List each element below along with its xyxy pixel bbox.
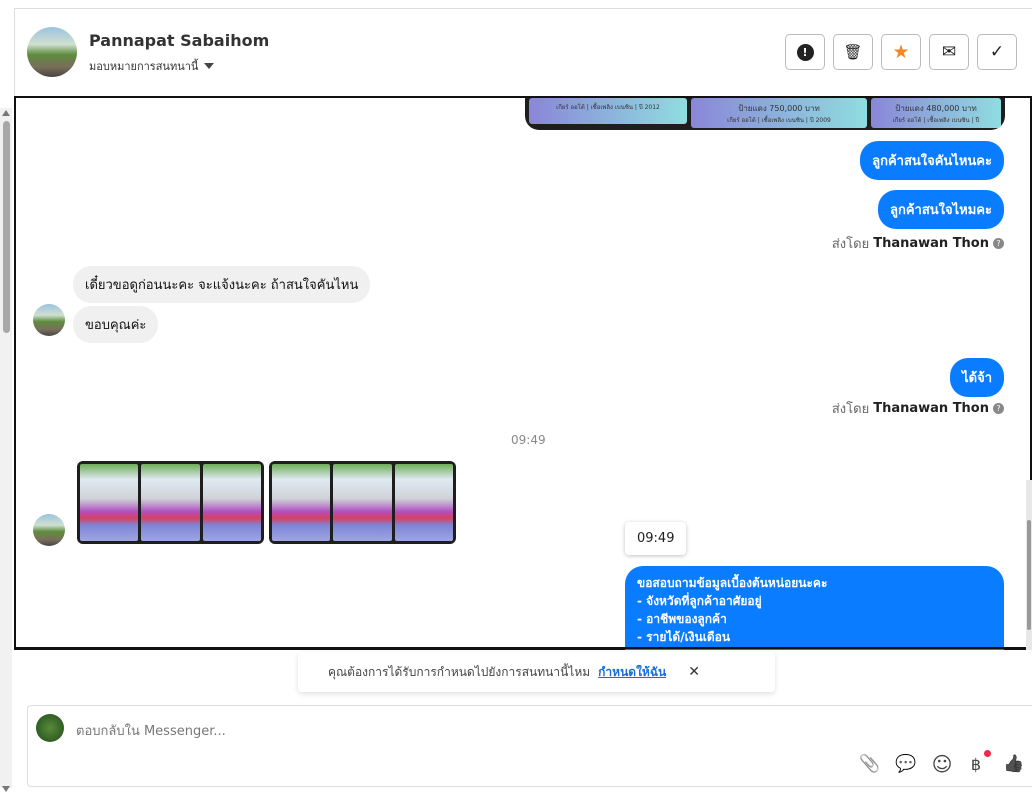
star-icon: ★	[892, 41, 910, 63]
assign-prompt-text: คุณต้องการได้รับการกำหนดไปยังการสนทนานี้…	[328, 664, 591, 679]
alert-icon: !	[796, 43, 814, 61]
notification-dot	[984, 750, 991, 757]
payment-icon[interactable]: ฿	[970, 754, 982, 774]
contact-avatar-small[interactable]	[33, 514, 65, 546]
mail-icon: ✉	[941, 42, 957, 62]
help-icon[interactable]: ?	[993, 238, 1004, 249]
image-attachment[interactable]	[269, 461, 456, 544]
check-icon: ✓	[989, 42, 1005, 62]
assign-dropdown[interactable]: มอบหมายการสนทนานี้	[89, 57, 215, 75]
emoji-icon[interactable]: ☺	[931, 752, 953, 776]
thread-border	[14, 647, 1032, 649]
assign-to-me-link[interactable]: กำหนดให้ฉัน	[598, 664, 667, 679]
scrollbar-thumb[interactable]	[3, 121, 10, 333]
timestamp: 09:49	[511, 433, 546, 447]
car-image[interactable]	[202, 464, 261, 541]
card-price: ป้ายแดง 750,000 บาท	[738, 104, 820, 113]
card-price: ป้ายแดง 480,000 บาท	[895, 104, 977, 113]
mail-button[interactable]: ✉	[929, 34, 969, 70]
time-tooltip: 09:49	[625, 522, 687, 555]
card-meta: เกียร์ ออโต้ | เชื้อเพลิง เบนซิน | ปี	[892, 117, 980, 124]
top-divider	[14, 8, 1032, 9]
contact-avatar[interactable]	[27, 27, 77, 77]
star-button[interactable]: ★	[881, 34, 921, 70]
message-outgoing[interactable]: ลูกค้าสนใจคันไหนคะ	[860, 141, 1004, 180]
saved-reply-icon[interactable]: 💬	[895, 754, 917, 774]
car-image[interactable]	[141, 464, 200, 541]
image-attachment[interactable]	[77, 461, 264, 544]
car-image[interactable]	[333, 464, 392, 541]
message-outgoing[interactable]: ได้จ้า	[950, 358, 1004, 397]
sender-name: Thanawan Thon	[873, 401, 989, 416]
car-image[interactable]	[394, 464, 453, 541]
delete-button[interactable]: 🗑	[833, 34, 873, 70]
close-icon[interactable]: ✕	[688, 664, 700, 680]
car-image[interactable]	[272, 464, 331, 541]
message-incoming[interactable]: เดี๋ยวขอดูก่อนนะคะ จะแจ้งนะคะ ถ้าสนใจคัน…	[73, 266, 371, 303]
message-incoming[interactable]: ขอบคุณค่ะ	[73, 306, 159, 343]
message-thread: เกียร์ ออโต้ | เชื้อเพลิง เบนซิน | ปี 20…	[14, 96, 1032, 650]
page-avatar	[36, 714, 64, 742]
assign-label: มอบหมายการสนทนานี้	[89, 60, 199, 73]
mark-done-button[interactable]: ✓	[977, 34, 1017, 70]
attach-icon[interactable]: 📎	[859, 754, 881, 774]
report-button[interactable]: !	[785, 34, 825, 70]
sender-name: Thanawan Thon	[873, 236, 989, 251]
like-icon[interactable]: 👍	[1003, 754, 1025, 774]
trash-icon: 🗑	[843, 43, 863, 61]
contact-avatar-small[interactable]	[33, 304, 65, 336]
car-image[interactable]	[80, 464, 139, 541]
right-scrollbar-thumb[interactable]	[1027, 520, 1031, 630]
assign-prompt: คุณต้องการได้รับการกำหนดไปยังการสนทนานี้…	[298, 652, 775, 692]
sent-by-prefix: ส่งโดย	[831, 402, 870, 417]
sent-by-prefix: ส่งโดย	[831, 237, 870, 252]
message-outgoing[interactable]: ลูกค้าสนใจไหมคะ	[878, 190, 1004, 229]
help-icon[interactable]: ?	[993, 403, 1004, 414]
reply-input[interactable]: ตอบกลับใน Messenger...	[76, 724, 226, 739]
car-card[interactable]: ป้ายแดง 480,000 บาทเกียร์ ออโต้ | เชื้อเ…	[871, 98, 1001, 128]
card-meta: เกียร์ ออโต้ | เชื้อเพลิง เบนซิน | ปี 20…	[727, 117, 831, 124]
scroll-down-arrow-icon[interactable]	[2, 786, 10, 792]
scroll-up-arrow-icon[interactable]	[2, 110, 10, 116]
car-card-carousel[interactable]: เกียร์ ออโต้ | เชื้อเพลิง เบนซิน | ปี 20…	[525, 98, 1005, 130]
reply-composer[interactable]	[27, 705, 1032, 787]
car-card[interactable]: เกียร์ ออโต้ | เชื้อเพลิง เบนซิน | ปี 20…	[529, 98, 687, 124]
card-meta: เกียร์ ออโต้ | เชื้อเพลิง เบนซิน | ปี 20…	[556, 104, 660, 111]
contact-name[interactable]: Pannapat Sabaihom	[89, 31, 270, 50]
left-divider	[14, 8, 15, 96]
chevron-down-icon	[204, 63, 215, 69]
car-card[interactable]: ป้ายแดง 750,000 บาทเกียร์ ออโต้ | เชื้อเ…	[691, 98, 867, 128]
